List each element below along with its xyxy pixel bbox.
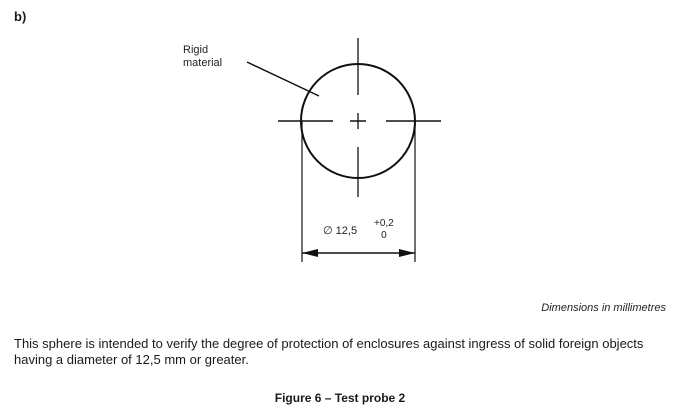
dimension-label: ∅ 12,5 [323, 224, 357, 237]
units-note: Dimensions in millimetres [541, 302, 666, 314]
arrowhead-left-icon [302, 249, 318, 257]
callout-leader-line [246, 61, 320, 97]
tolerance-lower: 0 [381, 230, 387, 241]
callout-line-1: Rigid [183, 44, 209, 56]
tolerance-upper: +0,2 [374, 218, 394, 229]
test-probe-drawing [246, 38, 441, 262]
diameter-value: 12,5 [335, 225, 358, 237]
callout-line-2: material [183, 57, 223, 69]
figure-sub-label: b) [14, 9, 27, 24]
diameter-symbol: ∅ [323, 225, 333, 237]
description-paragraph: This sphere is intended to verify the de… [14, 336, 644, 367]
figure-caption: Figure 6 – Test probe 2 [274, 391, 406, 405]
tolerance: +0,2 0 [374, 218, 394, 242]
callout-rigid-material: Rigid material [183, 44, 222, 70]
arrowhead-right-icon [399, 249, 415, 257]
